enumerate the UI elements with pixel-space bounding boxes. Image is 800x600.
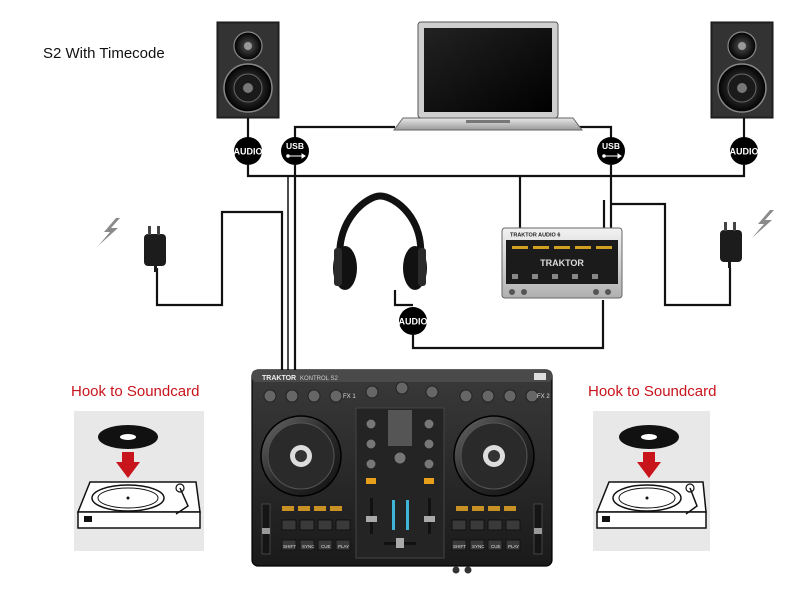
turntable-left <box>74 411 204 551</box>
usb-badge-left: USB <box>281 137 309 165</box>
laptop-icon <box>393 21 583 131</box>
audio-badge-headphones: AUDIO <box>399 307 428 335</box>
soundcard-brand-label: TRAKTOR <box>540 258 584 268</box>
power-adapter-icon <box>720 222 742 268</box>
svg-text:AUDIO: AUDIO <box>399 317 428 327</box>
fx1-label: FX 1 <box>343 394 356 400</box>
controller: TRAKTOR KONTROL S2 FX 1 FX 2 <box>251 369 553 574</box>
audio-badge-right: AUDIO <box>730 137 759 165</box>
svg-text:USB: USB <box>602 141 620 151</box>
sync-button-label-right: SYNC <box>472 544 485 549</box>
cue-button-label-left: CUE <box>321 544 331 549</box>
turntable-right <box>593 411 710 551</box>
usb-icon <box>286 153 306 159</box>
shift-button-label-right: SHIFT <box>453 544 466 549</box>
mixer-section <box>355 407 445 559</box>
fx2-label: FX 2 <box>537 394 550 400</box>
play-button-label-left: PLAY <box>338 544 349 549</box>
lightning-icon <box>98 218 120 246</box>
arrow-down-icon <box>637 452 661 478</box>
turntable-icon <box>595 481 707 529</box>
speaker-left-icon <box>216 21 280 119</box>
cables <box>155 118 746 370</box>
soundcard: TRAKTOR AUDIO 6 TRAKTOR <box>501 227 623 299</box>
svg-text:USB: USB <box>286 141 304 151</box>
jog-wheel-right <box>453 415 535 497</box>
controller-model-label: KONTROL S2 <box>300 376 338 382</box>
usb-badge-right: USB <box>597 137 625 165</box>
audio-badge-left: AUDIO <box>234 137 263 165</box>
page-title: S2 With Timecode <box>43 45 165 62</box>
shift-button-label-left: SHIFT <box>283 544 296 549</box>
vinyl-record-icon <box>619 425 679 449</box>
power-adapter-icon <box>144 226 166 272</box>
headphones-icon <box>333 192 427 290</box>
arrow-down-icon <box>116 452 140 478</box>
sync-button-label-left: SYNC <box>302 544 315 549</box>
cue-button-label-right: CUE <box>491 544 501 549</box>
hook-label-right: Hook to Soundcard <box>588 383 717 400</box>
hook-label-left: Hook to Soundcard <box>71 383 200 400</box>
jog-wheel-left <box>260 415 342 497</box>
deck-right-pads: SHIFT SYNC CUE PLAY <box>451 503 543 555</box>
speaker-right-icon <box>710 21 774 119</box>
vinyl-record-icon <box>98 425 158 449</box>
lightning-icon <box>752 210 774 238</box>
controller-brand-label: TRAKTOR <box>262 375 296 382</box>
svg-text:AUDIO: AUDIO <box>730 147 759 157</box>
svg-text:AUDIO: AUDIO <box>234 147 263 157</box>
soundcard-model-label: TRAKTOR AUDIO 6 <box>510 233 560 239</box>
play-button-label-right: PLAY <box>508 544 519 549</box>
deck-left-pads: SHIFT SYNC CUE PLAY <box>261 503 351 555</box>
turntable-icon <box>76 481 201 529</box>
usb-icon <box>602 153 622 159</box>
